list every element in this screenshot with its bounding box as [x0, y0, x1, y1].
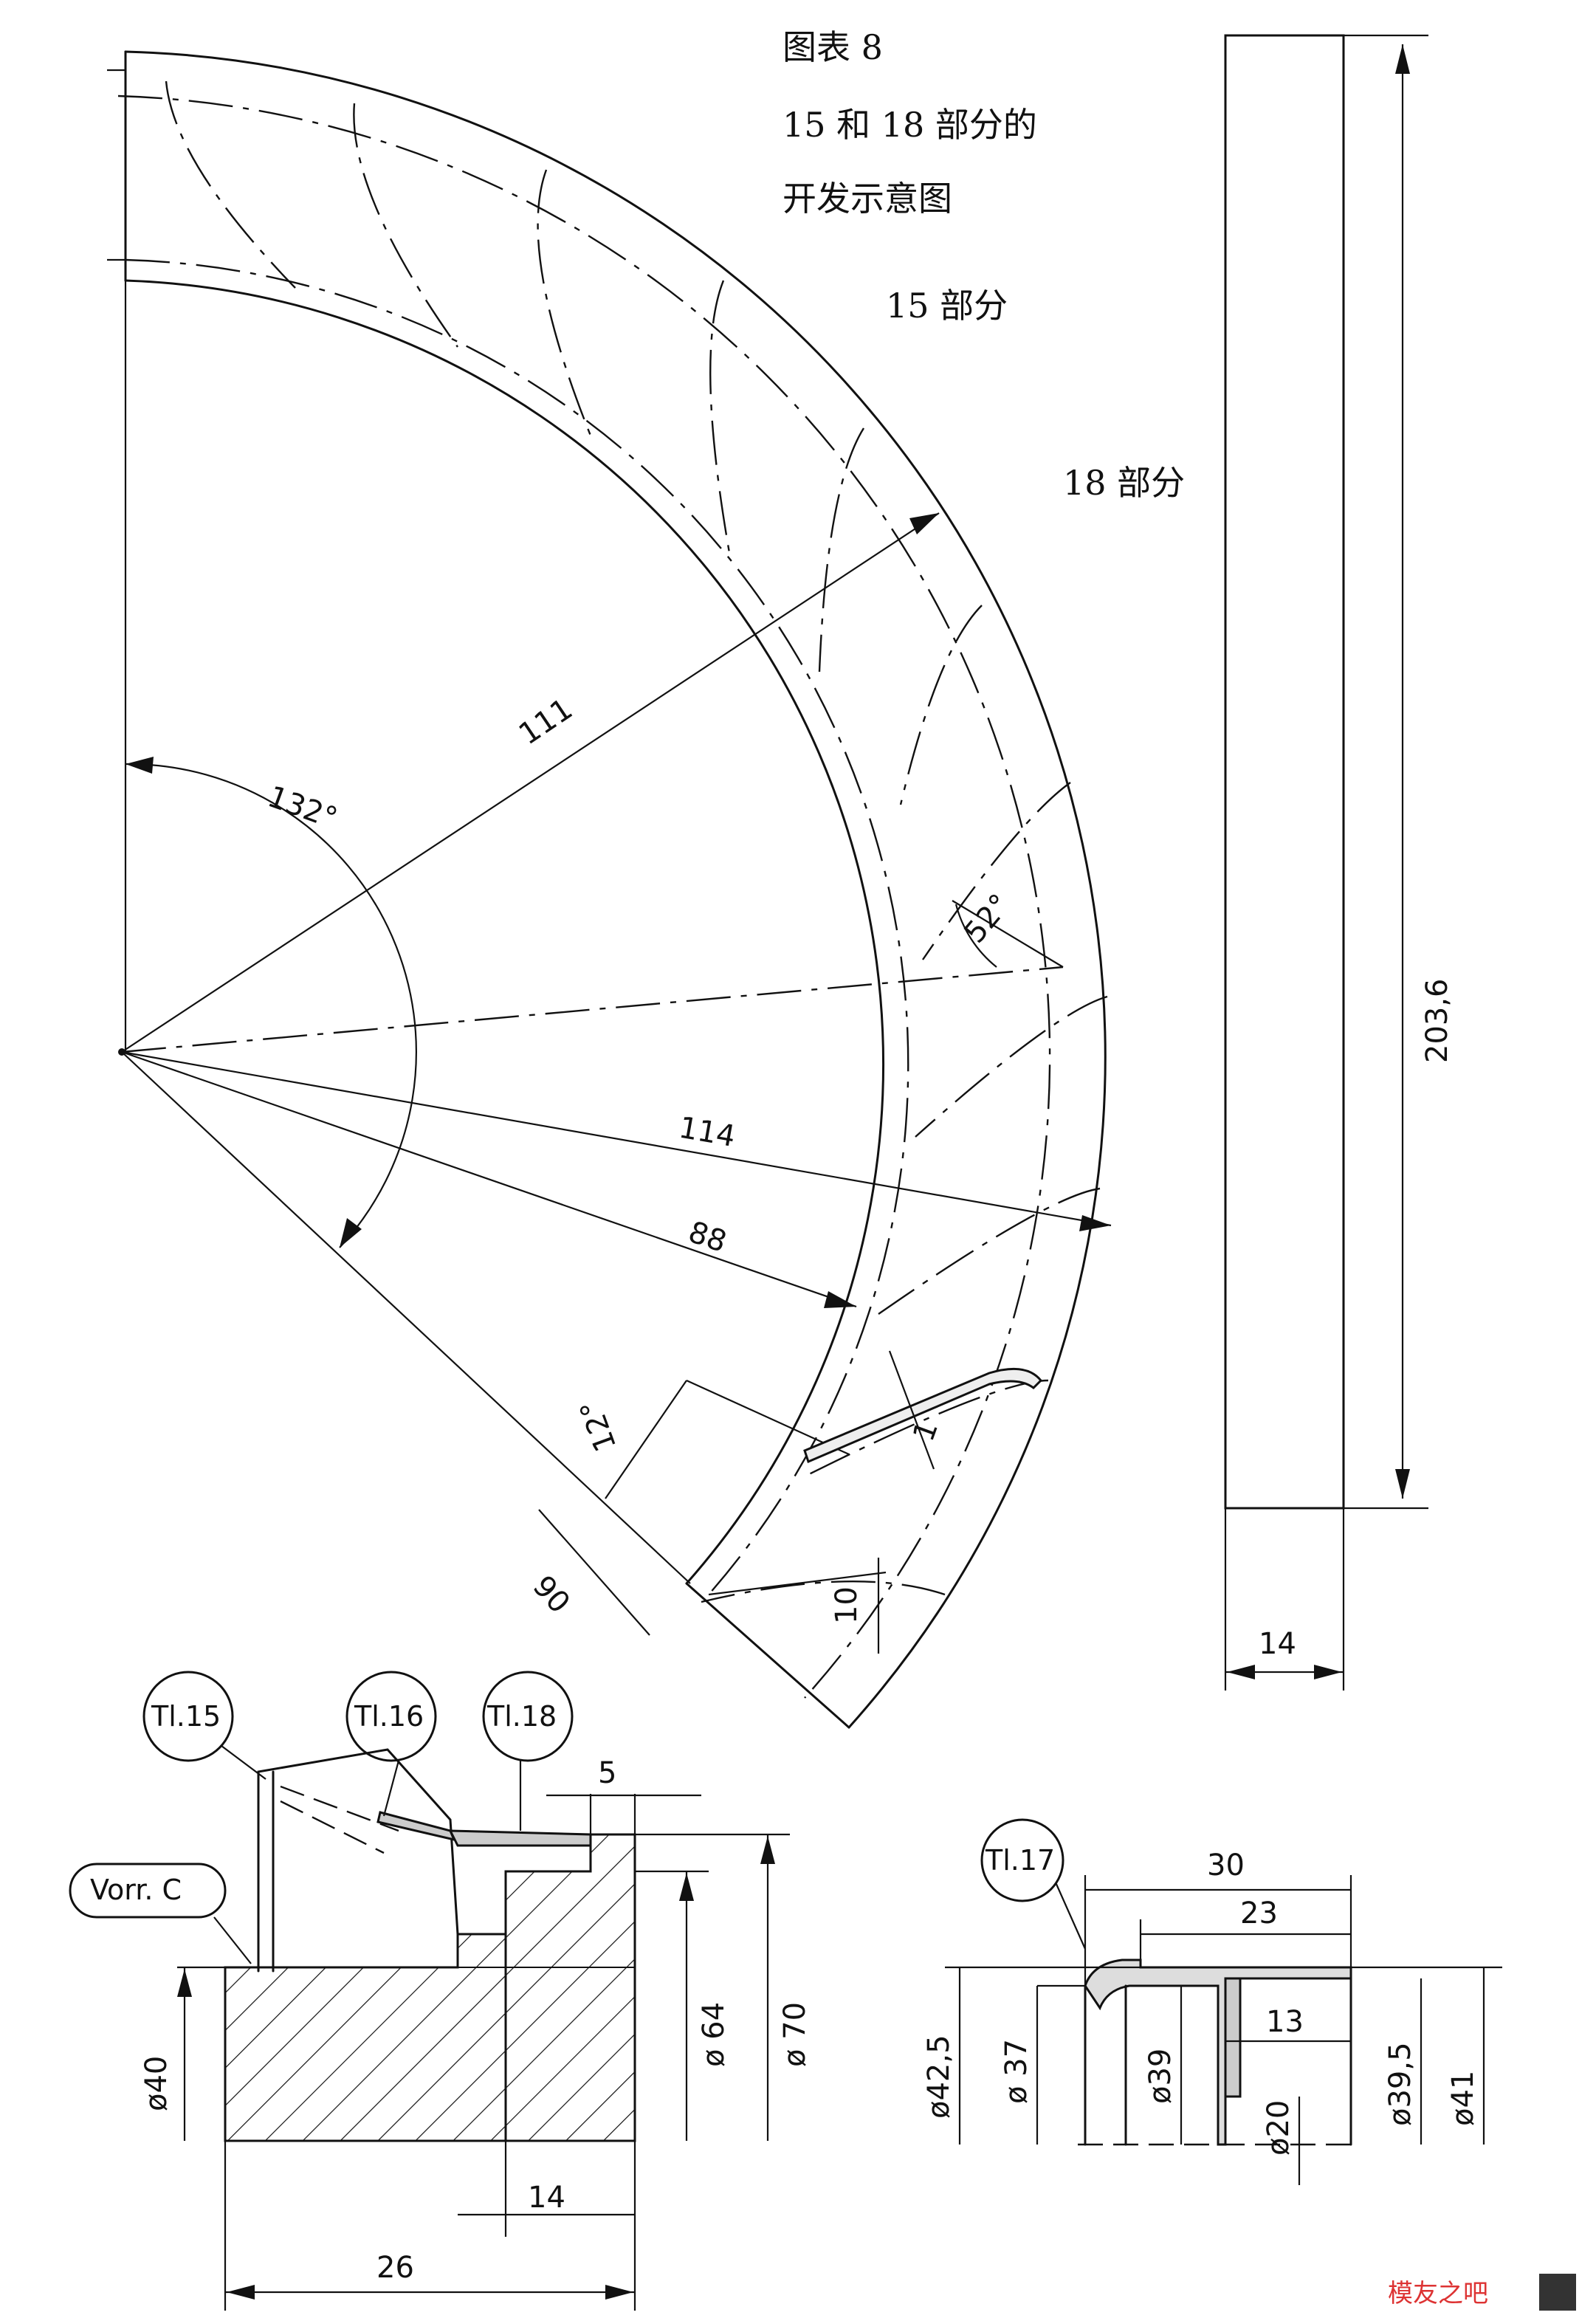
- angle-12-line-a: [686, 1379, 850, 1456]
- hidden-line-1: [280, 1785, 399, 1832]
- dim-radius-88: 88: [684, 1215, 731, 1259]
- arrowhead: [1395, 1469, 1410, 1499]
- qr-code-icon: [1539, 2274, 1576, 2311]
- arrowhead: [1079, 1215, 1111, 1231]
- radius-centerline: [121, 966, 1064, 1053]
- fan-development: [107, 50, 1112, 1729]
- dim-d41: ø41: [1446, 2071, 1480, 2126]
- angle-12-line-b: [605, 1380, 687, 1499]
- dim-30: 30: [1207, 1848, 1245, 1882]
- angle-52-arc: [954, 904, 997, 968]
- arrowhead: [1314, 1665, 1342, 1679]
- tag-tl18: Tl.18: [486, 1700, 557, 1733]
- dim-d64: ø 64: [697, 2002, 731, 2067]
- arrowhead: [177, 1969, 192, 1997]
- part17-outline: [1084, 1958, 1352, 2146]
- dim-strip-length: 203,6: [1420, 978, 1454, 1063]
- title-line-2: 15 和 18 部分的: [782, 105, 1037, 145]
- label-part-18: 18 部分: [1063, 463, 1185, 503]
- dim-strip-width: 14: [1259, 1627, 1296, 1661]
- arrowhead: [1227, 1665, 1255, 1679]
- dim-d70: ø 70: [778, 2002, 812, 2067]
- leader-16: [382, 1760, 400, 1817]
- dim-d42-5: ø42,5: [922, 2035, 956, 2119]
- dim-radius-111: 111: [513, 692, 579, 752]
- watermark-text: 模友之吧: [1388, 2279, 1488, 2308]
- dim-radius-114: 114: [676, 1111, 737, 1155]
- tag-circle-18: [482, 1671, 574, 1762]
- tag-tl15: Tl.15: [151, 1700, 221, 1733]
- right-section-view: [945, 1818, 1502, 2185]
- tag-circle-17: [980, 1818, 1064, 1902]
- base-hatched: [224, 1833, 636, 2142]
- arrowhead: [760, 1836, 775, 1864]
- part16-blade: [376, 1811, 456, 1842]
- dim-radius-90: 90: [526, 1569, 577, 1620]
- cone-outline: [257, 1748, 459, 1973]
- hidden-line-2: [280, 1800, 385, 1854]
- dim-d39: ø39: [1143, 2049, 1177, 2104]
- outer-offset-line: [117, 94, 1051, 1699]
- radius-88-line: [121, 1050, 857, 1308]
- title-line-1: 图表 8: [782, 27, 883, 67]
- dim-angle-12: 12°: [574, 1395, 623, 1456]
- vane-lines: [165, 80, 1108, 1603]
- tag-vorr: [69, 1863, 227, 1919]
- dim-d39-5: ø39,5: [1383, 2042, 1417, 2126]
- tag-tl16: Tl.16: [354, 1700, 424, 1733]
- blade-profile: [803, 1367, 1043, 1464]
- dim-d40: ø40: [140, 2056, 173, 2111]
- ring-centerline: [125, 258, 909, 1595]
- dim-10: 10: [830, 1586, 864, 1624]
- dim-d20: ø20: [1262, 2100, 1296, 2156]
- dim-10-ext: [708, 1571, 887, 1596]
- dim-14-bottom: 14: [528, 2181, 565, 2215]
- tag-circle-16: [345, 1671, 437, 1762]
- arrowhead: [125, 757, 154, 774]
- leader-vorr: [213, 1916, 252, 1964]
- strip-part-18: [1224, 34, 1428, 1691]
- radius-114-line: [121, 1050, 1112, 1227]
- dim-90-line: [538, 1509, 650, 1636]
- leader-17: [1054, 1882, 1087, 1950]
- left-section-view: [69, 1671, 790, 2311]
- arrowhead: [340, 1218, 362, 1248]
- tag-circle-15: [142, 1671, 234, 1762]
- dim-23: 23: [1240, 1896, 1278, 1930]
- angle-52-line: [952, 900, 1064, 968]
- ring-inner-arc: [124, 279, 884, 1585]
- label-part-15: 15 部分: [886, 286, 1008, 326]
- tag-vorr-c: Vorr. C: [90, 1874, 182, 1906]
- angle-arc-132: [125, 763, 417, 1248]
- dim-26: 26: [376, 2251, 414, 2285]
- arrowhead: [227, 2285, 255, 2300]
- thickness-dim-line: [888, 1350, 935, 1470]
- part18-ring: [448, 1829, 592, 1847]
- dim-13: 13: [1266, 2005, 1304, 2039]
- arrowhead: [909, 513, 939, 534]
- dim-5: 5: [598, 1756, 616, 1790]
- outer-arc: [124, 50, 1107, 1729]
- arrowhead: [1395, 44, 1410, 74]
- arrowhead: [605, 2285, 633, 2300]
- radius-111-line: [121, 512, 940, 1053]
- arrowhead: [679, 1873, 694, 1901]
- dim-thickness-1: 1: [907, 1417, 945, 1446]
- strip-outline: [1224, 34, 1345, 1510]
- dim-d37: ø 37: [1000, 2039, 1033, 2104]
- leader-15: [221, 1745, 266, 1780]
- dim-angle-132: 132°: [264, 780, 342, 836]
- center-point: [118, 1048, 125, 1056]
- tag-tl17: Tl.17: [985, 1844, 1055, 1877]
- arrowhead: [824, 1291, 856, 1308]
- title-line-3: 开发示意图: [782, 179, 952, 219]
- bottom-edge: [685, 1582, 850, 1729]
- p17-insert: [1224, 1977, 1242, 2098]
- bottom-radius-line: [121, 1051, 691, 1584]
